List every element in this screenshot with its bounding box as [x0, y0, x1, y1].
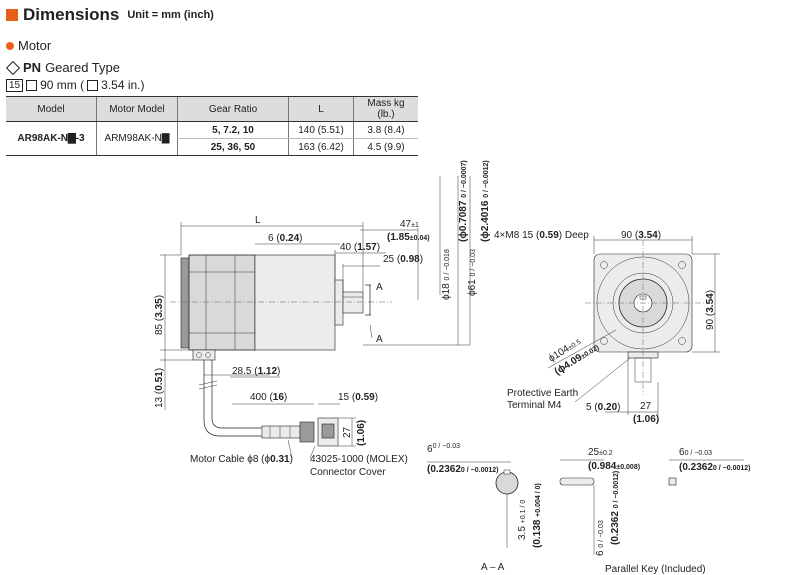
dim-400: 400 (16) [250, 392, 287, 403]
header-marker [6, 9, 18, 21]
dim-13: 13 (0.51) [154, 368, 165, 408]
dim-15: 15 (0.59) [338, 392, 378, 403]
square-icon [26, 79, 38, 91]
key-6: 60 / −0.03 [427, 443, 460, 455]
model-cell: AR98AK-N▇-3 [6, 121, 97, 156]
molex-label: 43025-1000 (MOLEX) [310, 454, 408, 465]
spec-table: Model Motor Model Gear Ratio L Mass kg (… [6, 96, 418, 156]
dim-6: 6 (0.24) [268, 233, 302, 244]
parallel-key-label: Parallel Key (Included) [605, 564, 706, 575]
type-bold: PN [23, 60, 42, 75]
dim-90-top: 90 (3.54) [621, 230, 661, 241]
section-label: A – A [481, 562, 505, 573]
key-0984: (0.984±0.008) [588, 461, 640, 472]
motor-front-view [585, 240, 705, 395]
col-l: L [288, 96, 354, 122]
table-row: 25, 36, 50 163 (6.42) 4.5 (9.9) [6, 138, 418, 156]
col-gear-ratio: Gear Ratio [177, 96, 289, 122]
type-rest: Geared Type [45, 60, 120, 75]
pe-label-1: Protective Earth [507, 388, 578, 399]
page-header: Dimensions Unit = mm (inch) [6, 5, 214, 25]
section-a-bottom: A [376, 334, 383, 345]
connector: 15 (0.59) 27 (1.06) 43025-1000 (MOLEX) C… [309, 392, 408, 478]
motor-label: Motor [18, 38, 52, 53]
dim-285: 28.5 (1.12) [232, 366, 280, 377]
gear-ratio-cell: 25, 36, 50 [177, 138, 289, 156]
key-6-vert: 6 0 / −0.03 [595, 520, 606, 556]
dim-40: 40 (1.57) [340, 242, 380, 253]
parallel-key: 25±0.2 (0.984±0.008) 6 0 / −0.03 (0.2362… [559, 447, 750, 575]
section-a-top: A [376, 282, 383, 293]
dim-l: L [255, 215, 261, 226]
bullet-icon [6, 41, 14, 50]
col-mass: Mass kg (lb.) [353, 96, 418, 122]
dim-25: 25 (0.98) [383, 254, 423, 265]
dim-phi24016: (ϕ2.4016 0 / −0.0012) [480, 160, 491, 242]
dim-27-right: 27 [640, 401, 652, 412]
dim-85: 85 (3.35) [154, 295, 165, 335]
key-35: 3.5 +0.1 / 0 [517, 500, 528, 540]
key-2362: (0.23620 / −0.0012) [427, 464, 498, 475]
l-cell: 163 (6.42) [288, 138, 354, 156]
col-model: Model [6, 96, 97, 122]
key-2362-vert: (0.2362 0 / −0.0012) [610, 471, 621, 545]
dim-90-right: 90 (3.54) [705, 290, 716, 330]
cover-label: Connector Cover [310, 467, 386, 478]
size-badge: 15 [6, 78, 24, 92]
key-6-end: 60 / −0.03 [679, 447, 712, 458]
motor-heading: Motor [6, 38, 51, 53]
size-text-2: 3.54 in.) [101, 78, 145, 92]
dim-106: (1.06) [356, 420, 367, 446]
motor-cable: 28.5 (1.12) 400 (16) Motor Cable ϕ8 (ϕ0.… [190, 360, 315, 465]
dim-phi0787: (ϕ0.7087 0 / −0.0007) [458, 160, 469, 242]
key-0138: (0.138 +0.004 / 0) [532, 483, 543, 548]
dim-phi61: ϕ61 0 / −0.03 [467, 249, 478, 296]
dim-185: (1.85±0.04) [387, 232, 430, 243]
pe-label-2: Terminal M4 [507, 400, 562, 411]
motor-model-cell: ARM98AK-N▇ [96, 121, 178, 156]
table-header-row: Model Motor Model Gear Ratio L Mass kg (… [6, 96, 418, 122]
cable-label: Motor Cable ϕ8 (ϕ0.31) [190, 454, 293, 465]
dim-5: 5 (0.20) [586, 402, 620, 413]
side-dimensions: L 47±1 (1.85±0.04) 6 (0.24) 40 (1.57) 25… [154, 160, 491, 410]
dim-106-right: (1.06) [633, 414, 659, 425]
size-line: 15 90 mm ( 3.54 in.) [6, 78, 145, 92]
table-row: AR98AK-N▇-3 ARM98AK-N▇ 5, 7.2, 10 140 (5… [6, 121, 418, 156]
mass-cell: 4.5 (9.9) [353, 138, 418, 156]
unit-note: Unit = mm (inch) [127, 9, 214, 21]
dim-phi18: ϕ18 0 / −0.018 [441, 249, 452, 300]
dim-47: 47±1 [400, 219, 419, 230]
key-2362-end: (0.23620 / −0.0012) [679, 462, 750, 473]
m8-label: 4×M8 15 (0.59) Deep [494, 230, 589, 241]
type-heading: PN Geared Type [5, 60, 120, 75]
key-25: 25±0.2 [588, 447, 613, 458]
section-a-a: 60 / −0.03 (0.23620 / −0.0012) 3.5 +0.1 … [427, 443, 543, 573]
col-motor-model: Motor Model [96, 96, 178, 122]
mass-cell: 3.8 (8.4) [353, 121, 418, 139]
page-title: Dimensions [23, 5, 120, 24]
size-text: 90 mm ( [40, 78, 85, 92]
square-icon [87, 79, 99, 91]
gear-ratio-cell: 5, 7.2, 10 [177, 121, 289, 139]
motor-side-view [170, 254, 392, 361]
l-cell: 140 (5.51) [288, 121, 354, 139]
dim-27: 27 [342, 426, 353, 438]
